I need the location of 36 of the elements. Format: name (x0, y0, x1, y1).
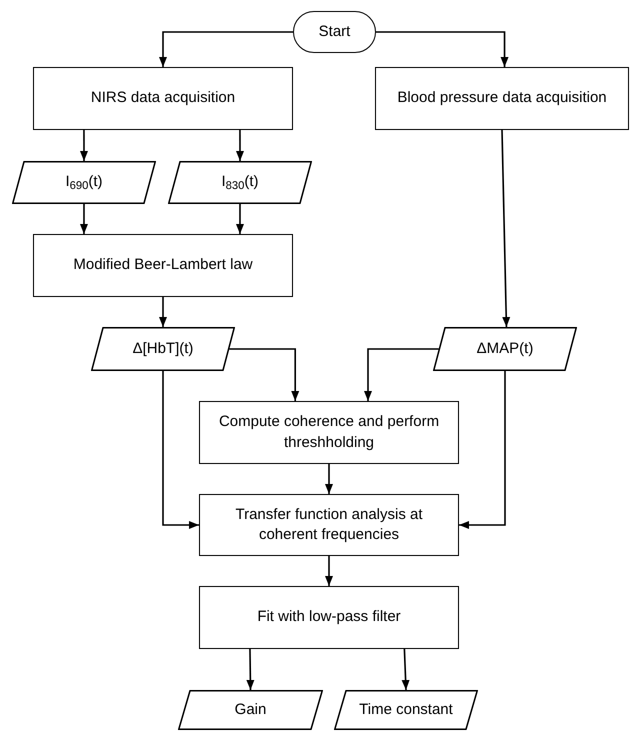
node-text: Time constant (359, 700, 453, 720)
arrow (162, 371, 199, 529)
process-box (199, 401, 459, 464)
arrow (325, 464, 333, 494)
process-box (199, 494, 459, 556)
node-text: Δ[HbT](t) (132, 338, 194, 359)
node-text: Gain (234, 700, 266, 720)
terminal-pill (293, 11, 376, 53)
arrow (501, 130, 510, 328)
node-text: NIRS data acquisition (90, 88, 236, 108)
node-text: Compute coherence and perform threshholding (218, 412, 440, 452)
arrow (80, 204, 88, 234)
node-text: ΔMAP(t) (476, 338, 534, 359)
process-box (375, 67, 629, 130)
node-text: Blood pressure data acquisition (397, 88, 607, 108)
arrow (159, 31, 293, 67)
node-text: Start (318, 22, 350, 42)
arrow (246, 648, 254, 690)
arrow (236, 130, 244, 161)
process-box (33, 234, 293, 297)
node-text: I$_{690}$(t) (65, 172, 103, 193)
node-text: Fit with low-pass filter (257, 607, 401, 628)
arrow (80, 130, 88, 161)
node-text: I$_{830}$(t) (221, 172, 259, 193)
arrow (325, 556, 333, 586)
arrow (236, 204, 244, 234)
arrow (229, 348, 300, 401)
arrow (402, 648, 410, 690)
node-text: Modified Beer-Lambert law (73, 255, 253, 276)
arrow (459, 371, 506, 529)
arrow (159, 297, 167, 327)
node-text: Transfer function analysis at coherent frequencies (234, 504, 424, 545)
arrow (376, 31, 509, 67)
process-box (199, 586, 459, 649)
arrow (364, 348, 439, 401)
process-box (33, 67, 293, 130)
